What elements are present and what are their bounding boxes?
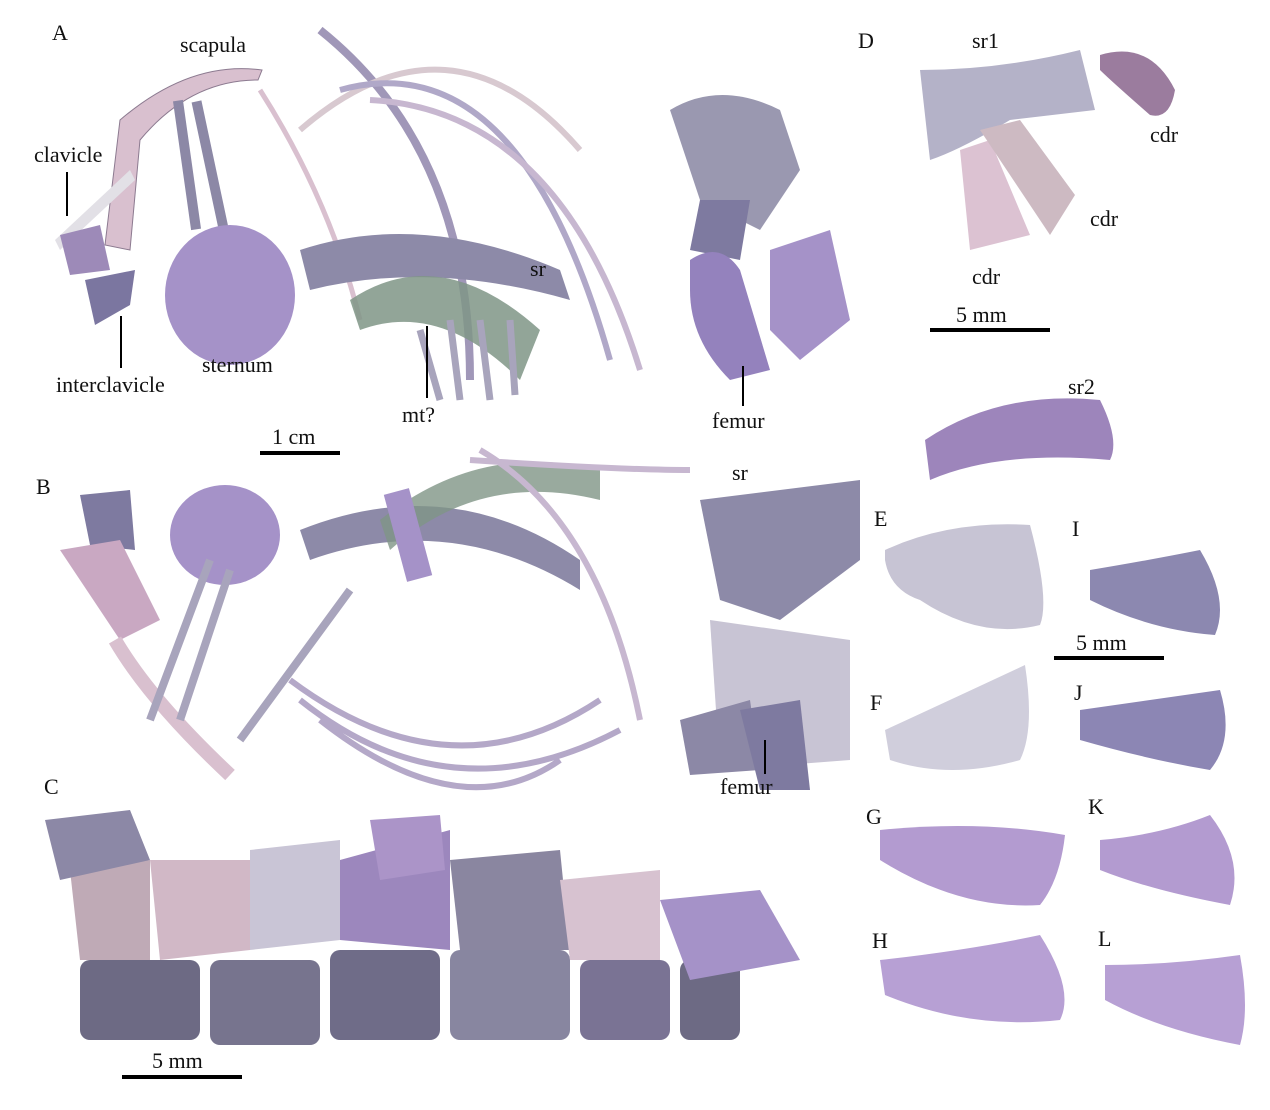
panel-a-art (55, 26, 850, 401)
label-mt: mt? (402, 402, 435, 427)
label-femur-b: femur (720, 774, 773, 799)
panel-label-c: C (44, 774, 59, 799)
label-cdr-bottom: cdr (972, 264, 1001, 289)
scale-bar-d (930, 328, 1050, 332)
scale-label-d: 5 mm (956, 302, 1007, 327)
panel-label-a: A (52, 20, 68, 45)
panel-c-art (45, 810, 835, 1070)
label-sr1: sr1 (972, 28, 999, 53)
scale-label-a: 1 cm (272, 424, 316, 449)
panel-b-art (60, 447, 860, 791)
interclavicle-pointer (120, 316, 122, 368)
scale-bar-a (260, 451, 340, 455)
panel-label-l: L (1098, 926, 1112, 951)
clavicle-pointer (66, 172, 68, 216)
scale-bar-c (122, 1075, 242, 1079)
label-sr2: sr2 (1068, 374, 1095, 399)
scale-label-ei: 5 mm (1076, 630, 1127, 655)
scale-label-c: 5 mm (152, 1048, 203, 1073)
panel-label-d: D (858, 28, 874, 53)
label-interclavicle: interclavicle (56, 372, 165, 397)
panel-label-h: H (872, 928, 888, 953)
mt-pointer (426, 326, 428, 398)
panel-label-i: I (1072, 516, 1080, 541)
label-sr-a: sr (530, 256, 546, 281)
panel-label-g: G (866, 804, 882, 829)
panel-label-b: B (36, 474, 51, 499)
panel-label-f: F (870, 690, 883, 715)
panel-d-art (920, 50, 1175, 480)
label-cdr-top: cdr (1150, 122, 1179, 147)
scale-bar-ei (1054, 656, 1164, 660)
label-sternum: sternum (202, 352, 273, 377)
label-femur-a: femur (712, 408, 765, 433)
label-sr-b: sr (732, 460, 748, 485)
femur-pointer-a (742, 366, 744, 406)
femur-pointer-b (764, 740, 766, 774)
label-scapula: scapula (180, 32, 246, 57)
panel-label-j: J (1074, 680, 1083, 705)
panel-label-k: K (1088, 794, 1104, 819)
label-cdr-mid: cdr (1090, 206, 1119, 231)
panel-label-e: E (874, 506, 888, 531)
label-clavicle: clavicle (34, 142, 103, 167)
panels-e-l-art (880, 524, 1245, 1045)
